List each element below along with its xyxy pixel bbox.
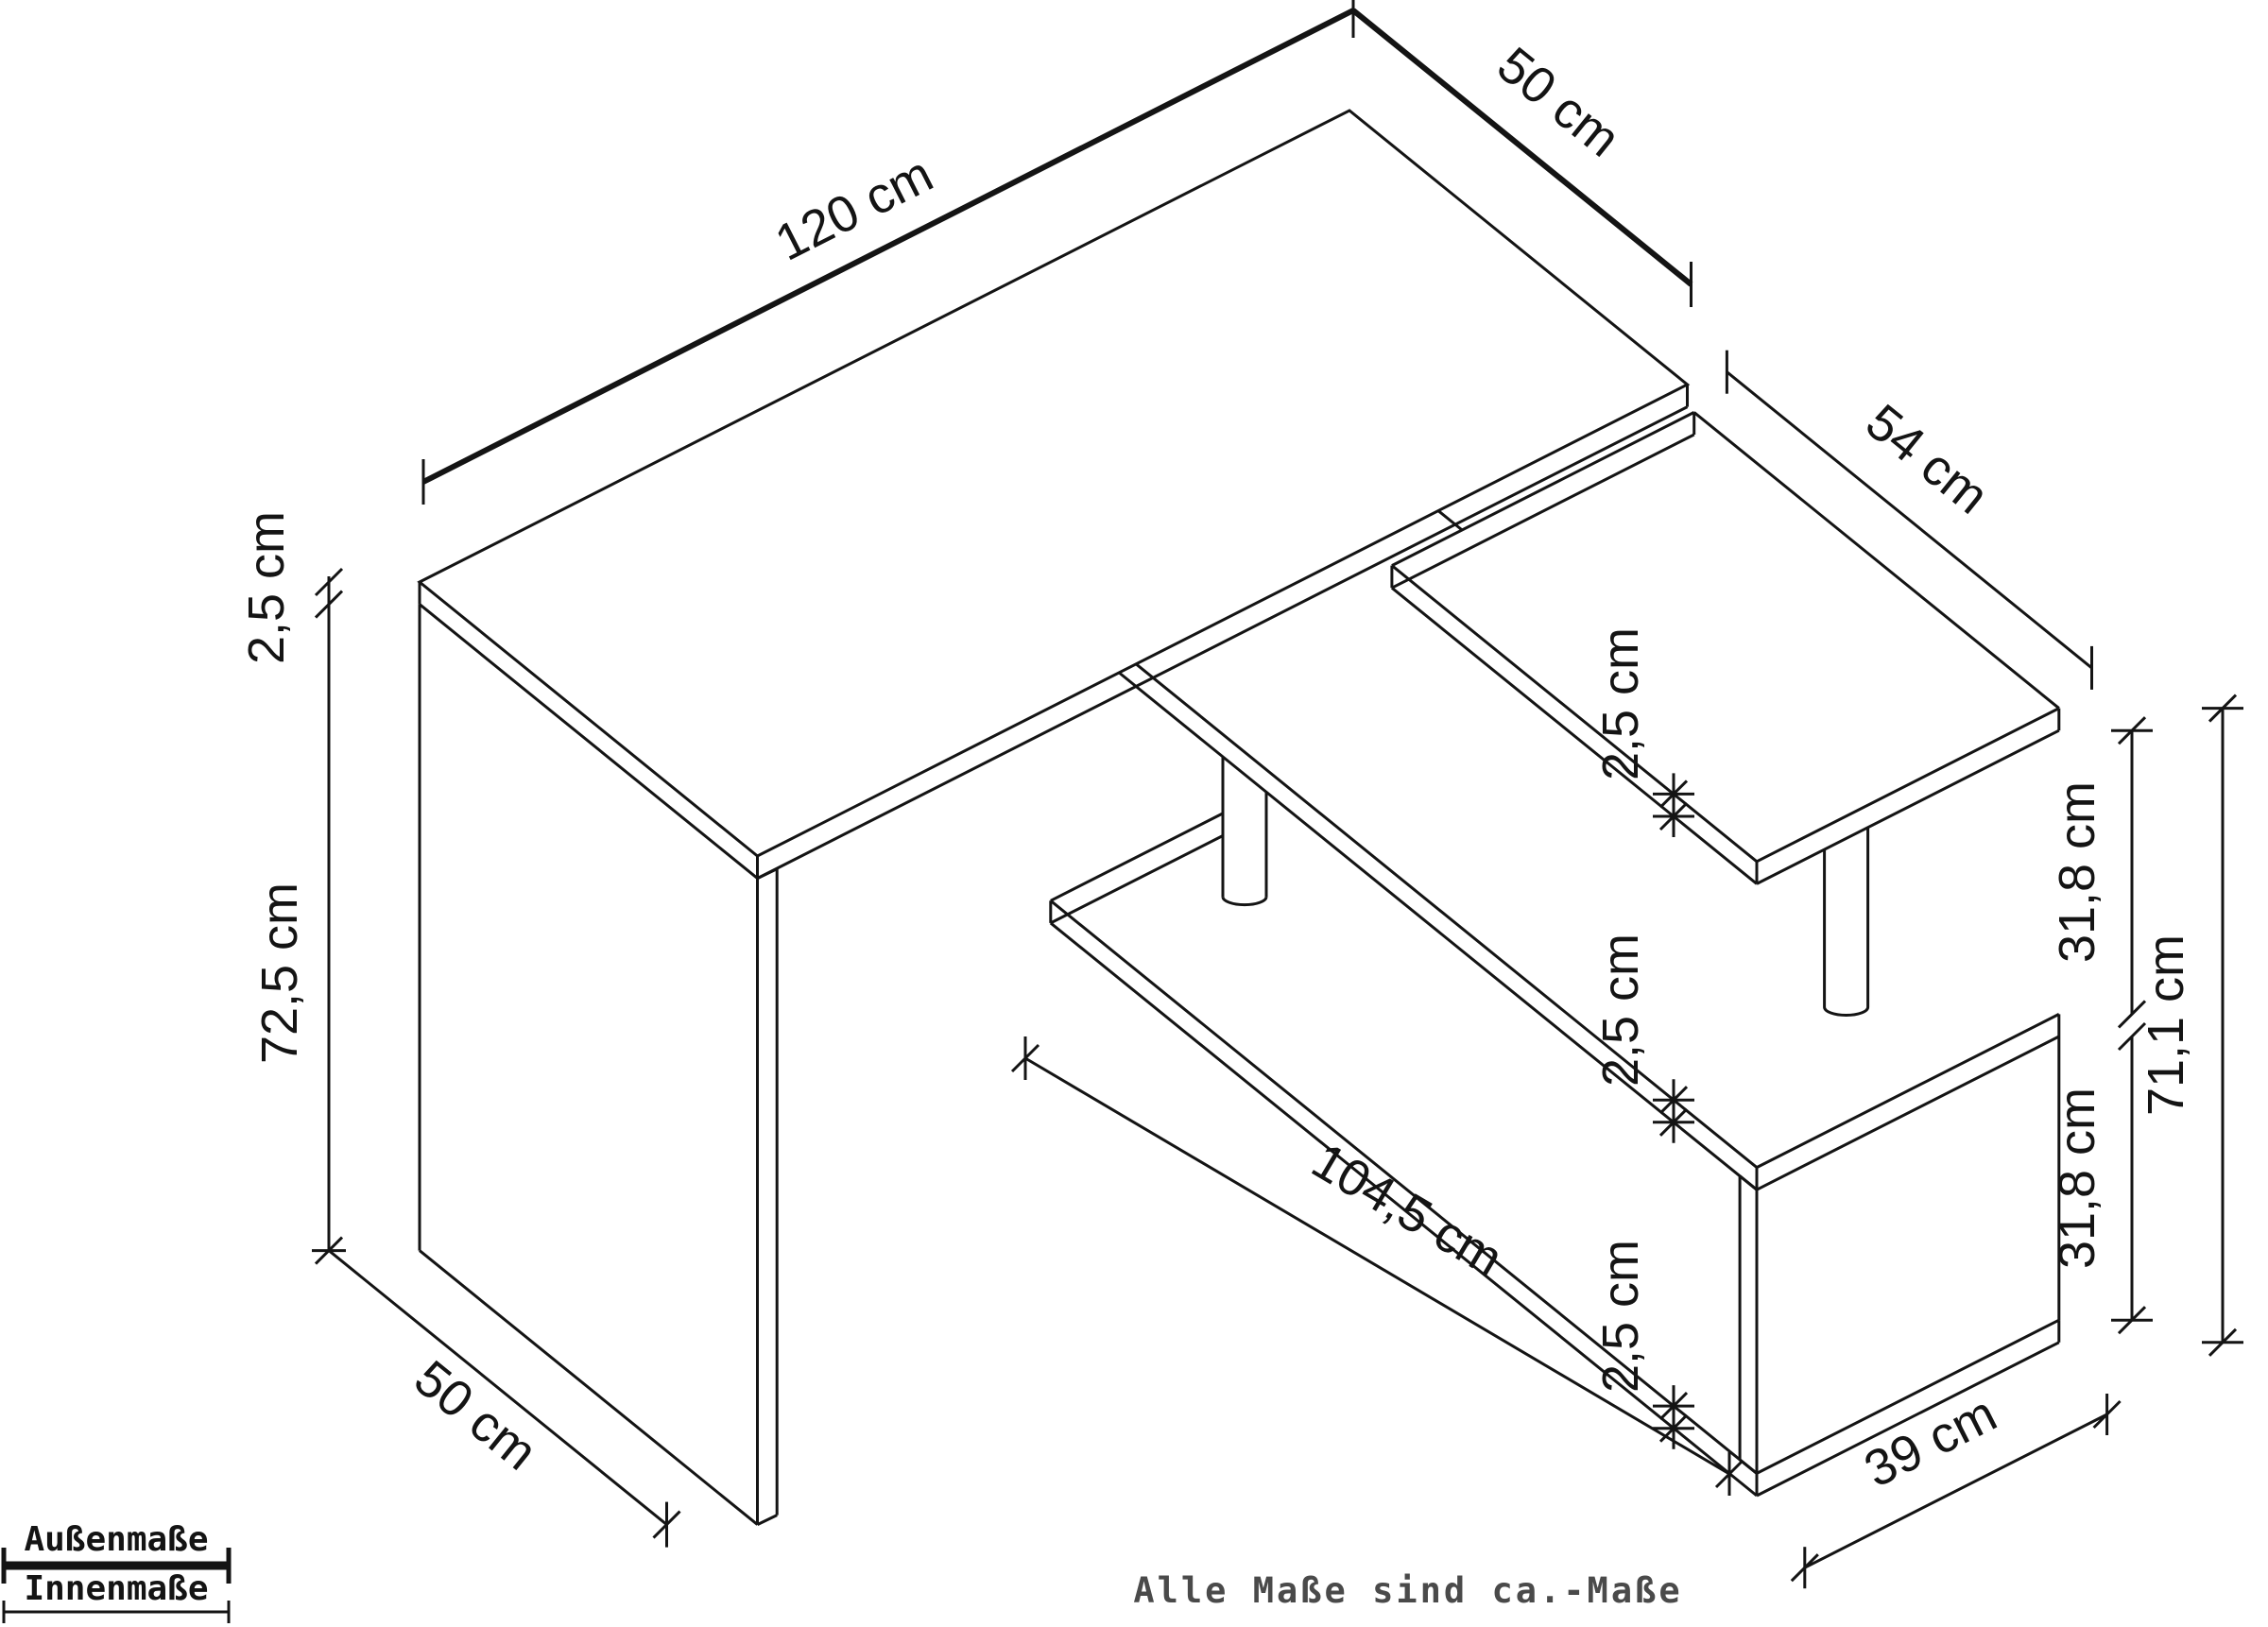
dim-label-desk-height: 72,5 cm	[251, 882, 308, 1064]
desk-top-panel	[417, 109, 1691, 880]
dim-shelf-unit-height: 71,1 cm	[2138, 694, 2243, 1357]
dim-middle-shelf-thickness: 2,5 cm	[1592, 933, 1694, 1143]
dim-bottom-shelf-thickness: 2,5 cm	[1592, 1240, 1694, 1449]
bottom-shelf-panel	[1049, 812, 2061, 1498]
dim-desk-height: 2,5 cm 72,5 cm	[238, 511, 346, 1265]
middle-shelf-panel	[1118, 509, 2061, 1191]
desk-side-panel	[418, 604, 779, 1526]
dim-label-top-shelf-length: 54 cm	[1855, 393, 1999, 524]
cylinder-support-right	[1823, 827, 1870, 1017]
legend: Außenmaße Innenmaße	[1, 1520, 232, 1623]
dim-label-desk-length: 120 cm	[766, 146, 941, 272]
dim-label-upper-compartment: 31,8 cm	[2049, 781, 2105, 963]
legend-inner-label: Innenmaße	[24, 1569, 208, 1608]
dim-label-desk-depth: 50 cm	[1486, 36, 1630, 167]
dim-upper-compartment: 31,8 cm	[2049, 716, 2153, 1029]
cylinder-support-left	[1221, 756, 1268, 907]
dim-label-bottom-shelf-length: 104,5 cm	[1302, 1132, 1512, 1288]
dim-desk-depth: 50 cm	[1351, 8, 1693, 307]
dim-label-shelf-unit-width: 39 cm	[1856, 1385, 2005, 1499]
dim-label-lower-compartment: 31,8 cm	[2049, 1088, 2105, 1269]
dim-label-middle-shelf-thickness: 2,5 cm	[1592, 933, 1649, 1087]
dim-label-bottom-shelf-thickness: 2,5 cm	[1592, 1240, 1649, 1393]
legend-outer-label: Außenmaße	[24, 1520, 208, 1559]
note-text: Alle Maße sind ca.-Maße	[1133, 1570, 1682, 1611]
dim-side-panel-depth: 50 cm	[328, 1249, 681, 1548]
dim-top-shelf-length: 54 cm	[1725, 350, 2093, 690]
dim-lower-compartment: 31,8 cm	[2049, 1021, 2153, 1335]
dim-label-top-shelf-thickness: 2,5 cm	[1592, 627, 1649, 780]
dim-label-shelf-unit-height: 71,1 cm	[2138, 934, 2194, 1116]
dim-label-top-thickness: 2,5 cm	[238, 511, 295, 664]
top-shelf-panel	[1390, 411, 2061, 885]
dim-shelf-unit-width: 39 cm	[1790, 1385, 2122, 1589]
dim-desk-length: 120 cm	[421, 0, 1355, 505]
dim-top-shelf-thickness: 2,5 cm	[1592, 627, 1694, 837]
end-panel	[1738, 1036, 2061, 1475]
